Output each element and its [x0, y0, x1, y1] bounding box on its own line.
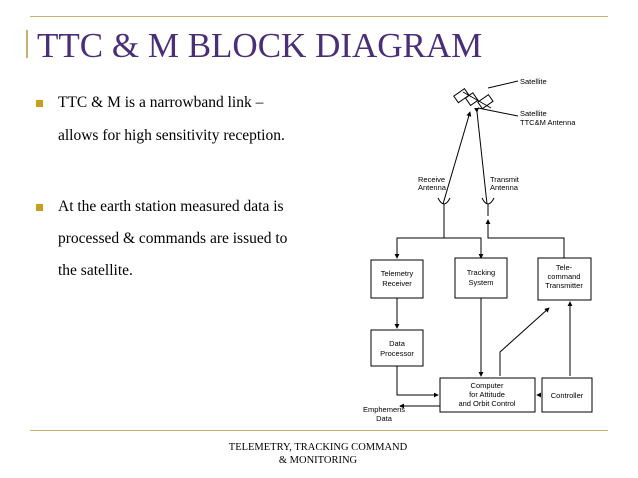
label-computer-1: Computer — [471, 381, 504, 390]
label-ephemeris-1: Emphemeris — [363, 405, 405, 414]
bullet-1-line-1: TTC & M is a narrowband link – — [58, 94, 264, 111]
label-satellite: Satellite — [520, 77, 547, 86]
top-rule — [30, 16, 608, 17]
label-computer-3: and Orbit Control — [458, 399, 515, 408]
slide-title: TTC & M BLOCK DIAGRAM — [37, 26, 483, 65]
label-sat-antenna-2: TTC&M Antenna — [520, 118, 576, 127]
label-transmit-1: Transmit — [490, 175, 520, 184]
footer-line-1: TELEMETRY, TRACKING COMMAND — [228, 442, 408, 453]
bullet-2-line-2: processed & commands are issued to — [58, 230, 288, 247]
label-telecommand-2: command — [548, 272, 581, 281]
footer-line-2: & MONITORING — [278, 455, 358, 466]
label-transmit-2: Antenna — [490, 183, 519, 192]
ttcm-block-diagram: Satellite Satellite TTC&M Antenna Receiv… — [363, 77, 593, 423]
label-receive-1: Receive — [418, 175, 445, 184]
label-sat-antenna-1: Satellite — [520, 109, 547, 118]
label-telecommand-3: Transmitter — [545, 281, 583, 290]
label-tracking-2: System — [468, 278, 493, 287]
label-processor-2: Processor — [380, 349, 414, 358]
slide-footer: TELEMETRY, TRACKING COMMAND & MONITORING — [212, 441, 424, 467]
title-accent-bar — [26, 30, 28, 58]
telecommand-transmitter-block — [537, 257, 592, 301]
controller-block — [541, 377, 593, 413]
bullet-marker-2 — [36, 204, 43, 211]
satellite-icon — [453, 88, 494, 110]
label-tracking-1: Tracking — [467, 268, 495, 277]
bullet-1-line-2: allows for high sensitivity reception. — [58, 127, 285, 144]
label-controller: Controller — [551, 391, 584, 400]
label-telecommand-1: Tele- — [556, 263, 573, 272]
label-telemetry-2: Receiver — [382, 279, 412, 288]
label-telemetry-1: Telemetry — [381, 269, 414, 278]
bullet-marker-1 — [36, 100, 43, 107]
computer-block — [439, 377, 536, 413]
label-processor-1: Data — [389, 339, 406, 348]
label-receive-2: Antenna — [418, 183, 447, 192]
data-processor-block — [370, 329, 424, 367]
label-ephemeris-2: Data — [376, 414, 393, 423]
bottom-rule — [30, 430, 608, 431]
bullet-2-line-1: At the earth station measured data is — [58, 198, 284, 215]
label-computer-2: for Attitude — [469, 390, 505, 399]
bullet-2-line-3: the satellite. — [58, 262, 133, 279]
